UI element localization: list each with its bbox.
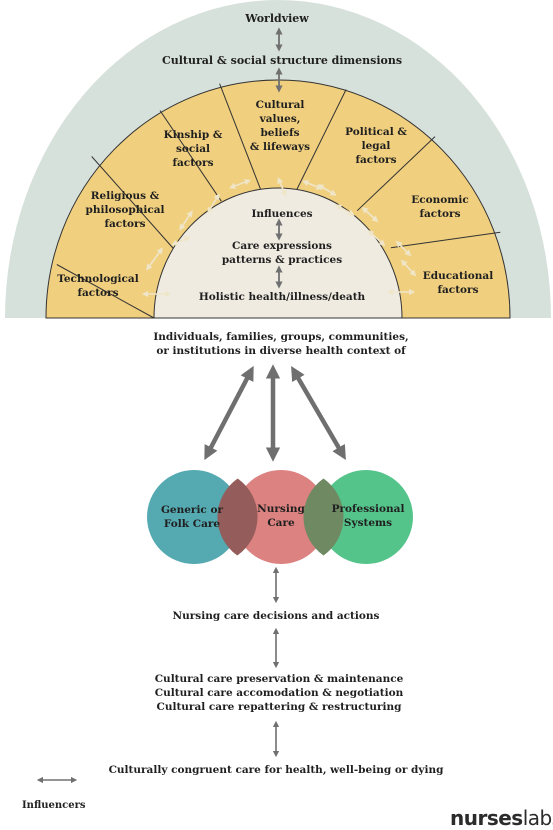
nurseslabs-logo: nurseslabs (450, 806, 553, 830)
svg-text:beliefs: beliefs (260, 127, 299, 139)
svg-text:Cultural: Cultural (256, 99, 305, 111)
influences-label: Influences (251, 208, 312, 220)
mode-repattering: Cultural care repattering & restructurin… (156, 701, 402, 713)
generic-care-circle (147, 470, 241, 564)
mode-preservation: Cultural care preservation & maintenance (155, 673, 404, 685)
svg-text:Political &: Political & (345, 126, 407, 138)
svg-text:Economic: Economic (411, 194, 469, 206)
factor-educational: Educational factors (423, 270, 493, 296)
care-expressions-line2: patterns & practices (222, 254, 342, 266)
mode-accommodation: Cultural care accomodation & negotiation (155, 687, 404, 699)
factor-religious: Religious & philosophical factors (85, 190, 164, 230)
nursing-care-label: Nursing Care (257, 503, 305, 529)
svg-text:Generic or: Generic or (161, 504, 224, 516)
svg-text:& lifeways: & lifeways (250, 141, 310, 153)
focus-line1: Individuals, families, groups, communiti… (153, 331, 408, 343)
focus-line2: or institutions in diverse health contex… (156, 345, 407, 357)
lower-arrows (36, 566, 280, 784)
svg-text:factors: factors (437, 284, 478, 296)
svg-text:Systems: Systems (344, 517, 392, 529)
factor-cultural: Cultural values, beliefs & lifeways (250, 99, 310, 153)
logo-bold: nurses (450, 806, 523, 830)
svg-text:Professional: Professional (332, 503, 405, 515)
holistic-label: Holistic health/illness/death (199, 291, 366, 303)
svg-text:factors: factors (77, 287, 118, 299)
decisions-label: Nursing care decisions and actions (173, 610, 380, 622)
generic-care-label: Generic or Folk Care (161, 504, 224, 530)
factor-kinship: Kinship & social factors (164, 129, 223, 169)
worldview-label: Worldview (244, 12, 309, 25)
svg-text:values,: values, (259, 113, 301, 125)
overlap-right-lens (303, 478, 344, 556)
nursing-care-circle (234, 470, 328, 564)
overlap-left-lens (217, 478, 258, 556)
svg-text:Technological: Technological (57, 273, 138, 285)
svg-text:philosophical: philosophical (85, 204, 164, 216)
svg-text:social: social (176, 143, 210, 155)
influence-arrows-ring (141, 177, 417, 298)
svg-text:factors: factors (172, 157, 213, 169)
focus-arrows (204, 364, 346, 462)
svg-text:Nursing: Nursing (257, 503, 305, 515)
factor-technological: Technological factors (57, 273, 138, 299)
logo-light: labs (522, 806, 553, 830)
svg-text:factors: factors (355, 154, 396, 166)
factor-economic: Economic factors (411, 194, 469, 220)
svg-text:Religious &: Religious & (91, 190, 160, 202)
professional-systems-label: Professional Systems (332, 503, 405, 529)
care-expressions-line1: Care expressions (232, 240, 332, 252)
legend-influencers: Influencers (22, 800, 86, 811)
professional-systems-circle (319, 470, 413, 564)
svg-text:factors: factors (104, 218, 145, 230)
svg-text:legal: legal (362, 140, 391, 152)
factor-dividers (56, 83, 501, 319)
outcome-label: Culturally congruent care for health, we… (109, 764, 445, 776)
svg-text:Folk Care: Folk Care (164, 518, 220, 530)
svg-text:Educational: Educational (423, 270, 493, 282)
svg-text:factors: factors (419, 208, 460, 220)
dimensions-label: Cultural & social structure dimensions (162, 54, 402, 67)
svg-text:Care: Care (267, 517, 295, 529)
factor-political: Political & legal factors (345, 126, 407, 166)
svg-text:Kinship &: Kinship & (164, 129, 223, 141)
